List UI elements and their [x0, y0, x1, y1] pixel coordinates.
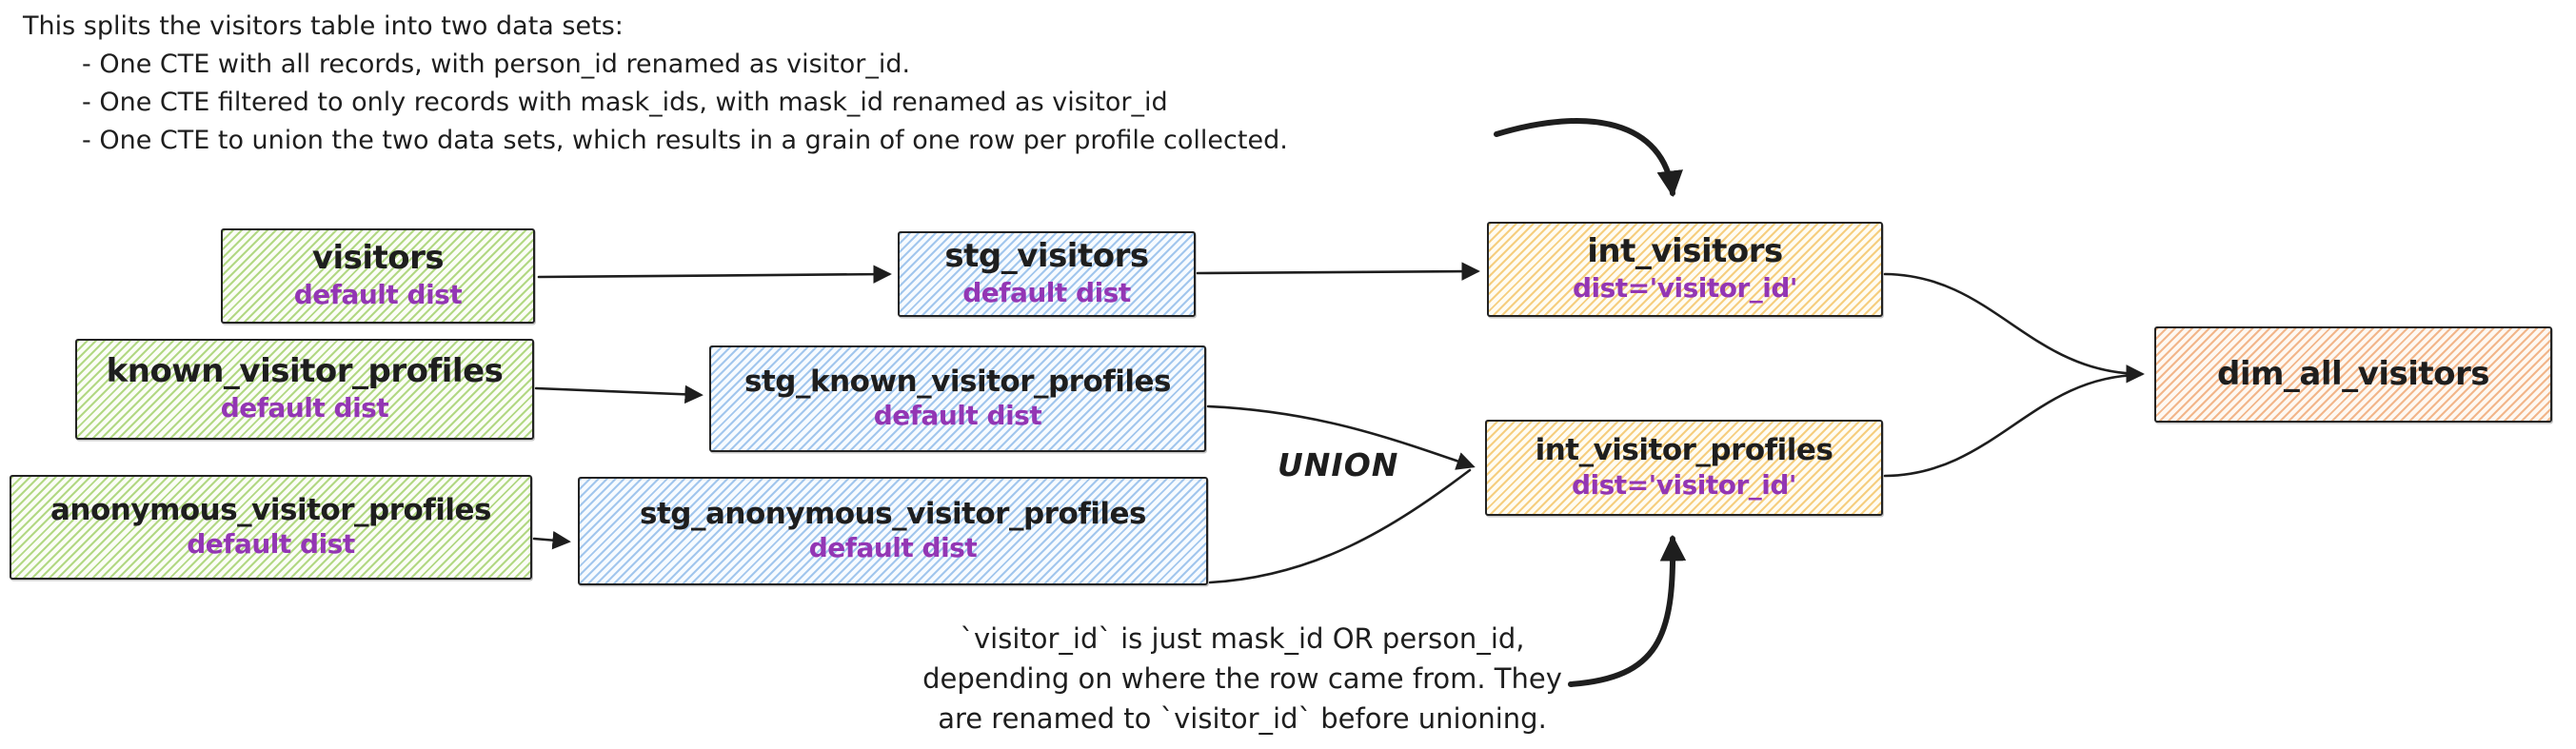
annotation-line: This splits the visitors table into two …: [23, 11, 624, 41]
node-subtitle: dist='visitor_id': [1573, 271, 1797, 304]
node-title: visitors: [311, 239, 445, 278]
union-label: UNION: [1278, 446, 1399, 483]
node-int_visitor_profiles: int_visitor_profiles dist='visitor_id': [1485, 420, 1883, 516]
edge-stg_visitors-to-int_visitors: [1196, 262, 1480, 281]
edge-visitors-to-stg_visitors: [537, 265, 892, 284]
node-anonymous_visitor_profiles: anonymous_visitor_profiles default dist: [10, 475, 532, 580]
node-title: dim_all_visitors: [2217, 354, 2490, 393]
annotation-line: `visitor_id` is just mask_id OR person_i…: [960, 622, 1525, 655]
edge-known_visitor_profiles-to-stg_known_visitor_profiles: [534, 384, 703, 404]
annotation-line: - One CTE filtered to only records with …: [82, 88, 1168, 117]
node-subtitle: default dist: [808, 532, 978, 564]
node-subtitle: default dist: [293, 278, 463, 310]
node-title: stg_visitors: [944, 237, 1149, 276]
node-subtitle: default dist: [962, 276, 1131, 308]
edge-top-annotation-to-int_visitors: [1494, 118, 1683, 198]
node-title: stg_known_visitor_profiles: [744, 364, 1171, 399]
annotation-line: - One CTE with all records, with person_…: [82, 49, 911, 79]
node-subtitle: default dist: [187, 528, 355, 561]
annotation-line: are renamed to `visitor_id` before union…: [938, 702, 1547, 735]
edge-int_visitors-to-dim_all_visitors: [1883, 272, 2145, 384]
node-subtitle: default dist: [873, 400, 1042, 432]
node-title: stg_anonymous_visitor_profiles: [640, 496, 1146, 531]
bottom-annotation: `visitor_id` is just mask_id OR person_i…: [909, 619, 1575, 739]
node-title: int_visitors: [1587, 232, 1783, 271]
node-int_visitors: int_visitors dist='visitor_id': [1487, 222, 1883, 317]
node-subtitle: default dist: [220, 391, 389, 424]
node-subtitle: dist='visitor_id': [1572, 468, 1796, 501]
node-stg_known_visitor_profiles: stg_known_visitor_profiles default dist: [709, 345, 1206, 452]
node-stg_anonymous_visitor_profiles: stg_anonymous_visitor_profiles default d…: [578, 477, 1208, 585]
node-visitors: visitors default dist: [221, 228, 535, 324]
node-dim_all_visitors: dim_all_visitors: [2154, 326, 2552, 423]
edge-anonymous_visitor_profiles-to-stg_anonymous_visitor_profiles: [532, 530, 571, 550]
node-known_visitor_profiles: known_visitor_profiles default dist: [75, 339, 534, 440]
node-stg_visitors: stg_visitors default dist: [898, 231, 1196, 317]
annotation-line: - One CTE to union the two data sets, wh…: [82, 126, 1288, 155]
edge-stg_anonymous_visitor_profiles-to-int_visitor_profiles: [1208, 468, 1472, 584]
edge-int_visitor_profiles-to-dim_all_visitors: [1883, 373, 2142, 478]
annotation-line: depending on where the row came from. Th…: [922, 662, 1562, 695]
top-annotation: This splits the visitors table into two …: [23, 8, 1288, 160]
node-title: known_visitor_profiles: [106, 352, 504, 391]
edge-bottom-annotation-to-int_visitor_profiles: [1568, 534, 1687, 687]
node-title: int_visitor_profiles: [1535, 433, 1833, 468]
node-title: anonymous_visitor_profiles: [50, 492, 492, 527]
